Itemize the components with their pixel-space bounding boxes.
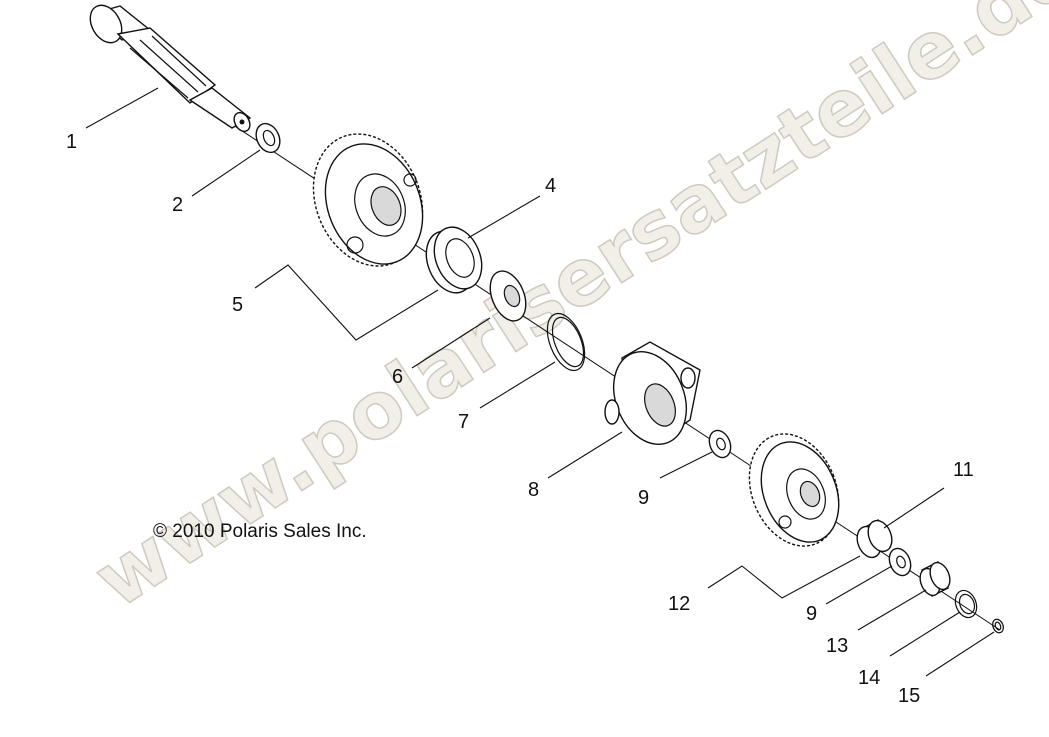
part-small-ring [992,618,1004,634]
part-bearing [425,226,483,294]
callout-11: 11 [953,459,974,481]
part-small-gear [748,433,840,547]
part-washer-9a [708,429,732,459]
callout-13: 13 [826,635,848,657]
part-washer-9b [888,547,912,577]
part-washer-2 [255,122,281,154]
callout-2: 2 [172,194,183,216]
part-snap-ring [546,312,586,372]
callout-5: 5 [232,294,243,316]
leader-11 [883,487,945,529]
callout-9a: 9 [638,487,649,509]
leader-9a [659,451,713,479]
leader-13 [857,589,927,631]
callout-14: 14 [858,667,880,689]
part-plate [489,270,527,322]
part-bushing [856,518,893,559]
callout-8: 8 [528,479,539,501]
callout-1: 1 [66,131,77,153]
part-clutch-hub [604,341,701,445]
leader-14 [889,611,961,657]
part-sleeve [919,561,951,597]
leader-8 [547,431,623,479]
copyright-text: © 2010 Polaris Sales Inc. [153,521,367,542]
leader-6 [411,317,491,369]
leader-7 [479,361,556,409]
leader-4 [467,195,541,239]
part-shaft [89,4,252,133]
callout-12: 12 [668,593,690,615]
callout-9b: 9 [806,603,817,625]
callout-4: 4 [545,175,556,197]
leader-5 [254,264,439,341]
part-large-gear [312,133,424,267]
leader-9b [825,565,893,605]
leader-12 [707,555,861,599]
callout-6: 6 [392,366,403,388]
part-clip [954,589,978,619]
callout-15: 15 [898,685,920,707]
leader-lines [85,87,995,677]
callout-7: 7 [458,411,469,433]
leader-1 [85,87,159,129]
leader-15 [925,631,995,677]
leader-2 [191,149,261,197]
